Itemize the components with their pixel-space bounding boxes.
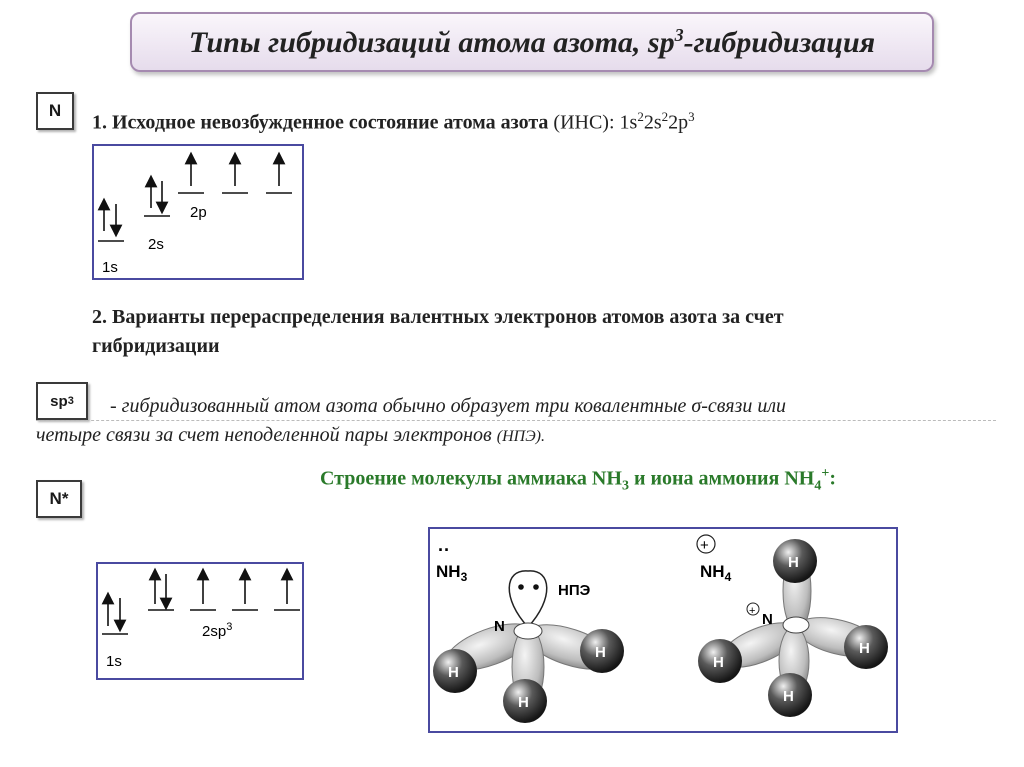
nh3-center-n: N (494, 618, 505, 635)
nh4-formula: NH4 (700, 562, 732, 584)
svg-text:H: H (783, 688, 794, 705)
sp3-description-line1: - гибридизованный атом азота обычно обра… (110, 395, 787, 417)
orbital-label-2sp3: 2sp3 (202, 621, 232, 640)
lone-pair-label: НПЭ (558, 582, 591, 599)
hydrogen-atom (773, 539, 817, 583)
title-box: Типы гибридизаций атома азота, sp3-гибри… (130, 12, 934, 72)
nh3-dots: ·· (438, 540, 450, 560)
molecule-structures-panel: ·· NH3 НПЭ N H H H + NH4 (428, 527, 898, 733)
plus-charge-icon (746, 602, 760, 616)
svg-text:H: H (595, 644, 606, 661)
hydrogen-atom (768, 673, 812, 717)
slide-title: Типы гибридизаций атома азота, sp3-гибри… (188, 24, 876, 59)
nh4-center-n: N (762, 611, 773, 628)
ground-state-diagram: 1s 2s 2p (92, 144, 304, 280)
orbital-1s: 1s (101, 591, 128, 670)
nh3-formula: NH3 (436, 562, 468, 584)
hydrogen-atom (503, 679, 547, 723)
orbital-2p: 2p (178, 151, 292, 221)
orbital-1s: 1s (97, 197, 124, 276)
sp3-description-line2: четыре связи за счет неподеленной пары э… (36, 424, 545, 446)
svg-text:+: + (749, 605, 755, 617)
lone-pair-lobe (508, 570, 548, 629)
svg-text:H: H (713, 654, 724, 671)
orbital-label-2s: 2s (148, 236, 164, 253)
hydrogen-atom (698, 639, 742, 683)
section1-heading: 1. Исходное невозбужденное состояние ато… (92, 109, 695, 134)
ammonia-molecule: ·· NH3 НПЭ N H H H (433, 540, 624, 723)
excited-state-diagram: 1s 2sp3 (96, 562, 304, 680)
divider (36, 420, 996, 421)
orbital-label-2p: 2p (190, 204, 207, 221)
label-n: N (36, 92, 74, 130)
orbital-label-1s: 1s (102, 259, 118, 276)
hydrogen-atom (844, 625, 888, 669)
orbital-2s: 2s (144, 174, 170, 253)
hydrogen-atom (580, 629, 624, 673)
section2-heading: 2. Варианты перераспределения валентных … (92, 306, 784, 357)
ammonium-ion: + NH4 + N H H H H (696, 534, 888, 717)
structure-heading: Строение молекулы аммиака NH3 и иона амм… (320, 466, 837, 494)
svg-text:H: H (859, 640, 870, 657)
plus-charge-icon (696, 534, 716, 554)
svg-text:+: + (700, 537, 709, 554)
svg-text:H: H (788, 554, 799, 571)
orbital-label-1s: 1s (106, 653, 122, 670)
hydrogen-atom (433, 649, 477, 693)
label-n-excited: N* (36, 480, 82, 518)
orbital-2sp3: 2sp3 (148, 567, 300, 640)
svg-text:H: H (518, 694, 529, 711)
svg-text:H: H (448, 664, 459, 681)
